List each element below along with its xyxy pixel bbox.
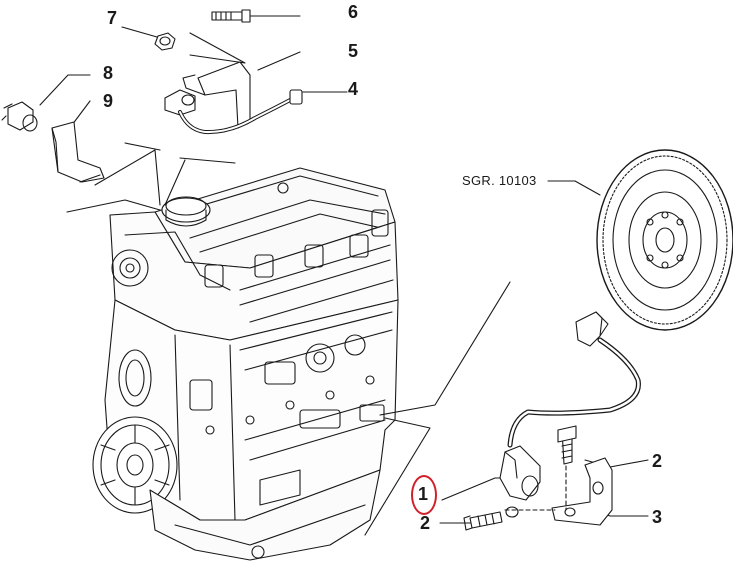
callout-2-lower: 2: [420, 513, 431, 533]
upper-sensor-assembly: [154, 9, 303, 135]
callout-6: 6: [348, 2, 359, 22]
flywheel: [596, 149, 733, 331]
reference-label: SGR. 10103: [462, 173, 537, 188]
callout-7: 7: [107, 8, 118, 28]
crank-sensor-assembly: [463, 311, 641, 531]
callout-2-upper: 2: [652, 451, 663, 471]
left-sensor-assembly: [1, 101, 105, 183]
callout-5: 5: [348, 41, 359, 61]
callout-1: 1: [418, 484, 429, 504]
callout-8: 8: [103, 63, 114, 83]
callout-3: 3: [652, 507, 663, 527]
callout-1-highlight: [411, 475, 437, 515]
callout-4: 4: [348, 79, 359, 99]
engine-block: [92, 167, 399, 561]
callout-9: 9: [103, 91, 114, 111]
